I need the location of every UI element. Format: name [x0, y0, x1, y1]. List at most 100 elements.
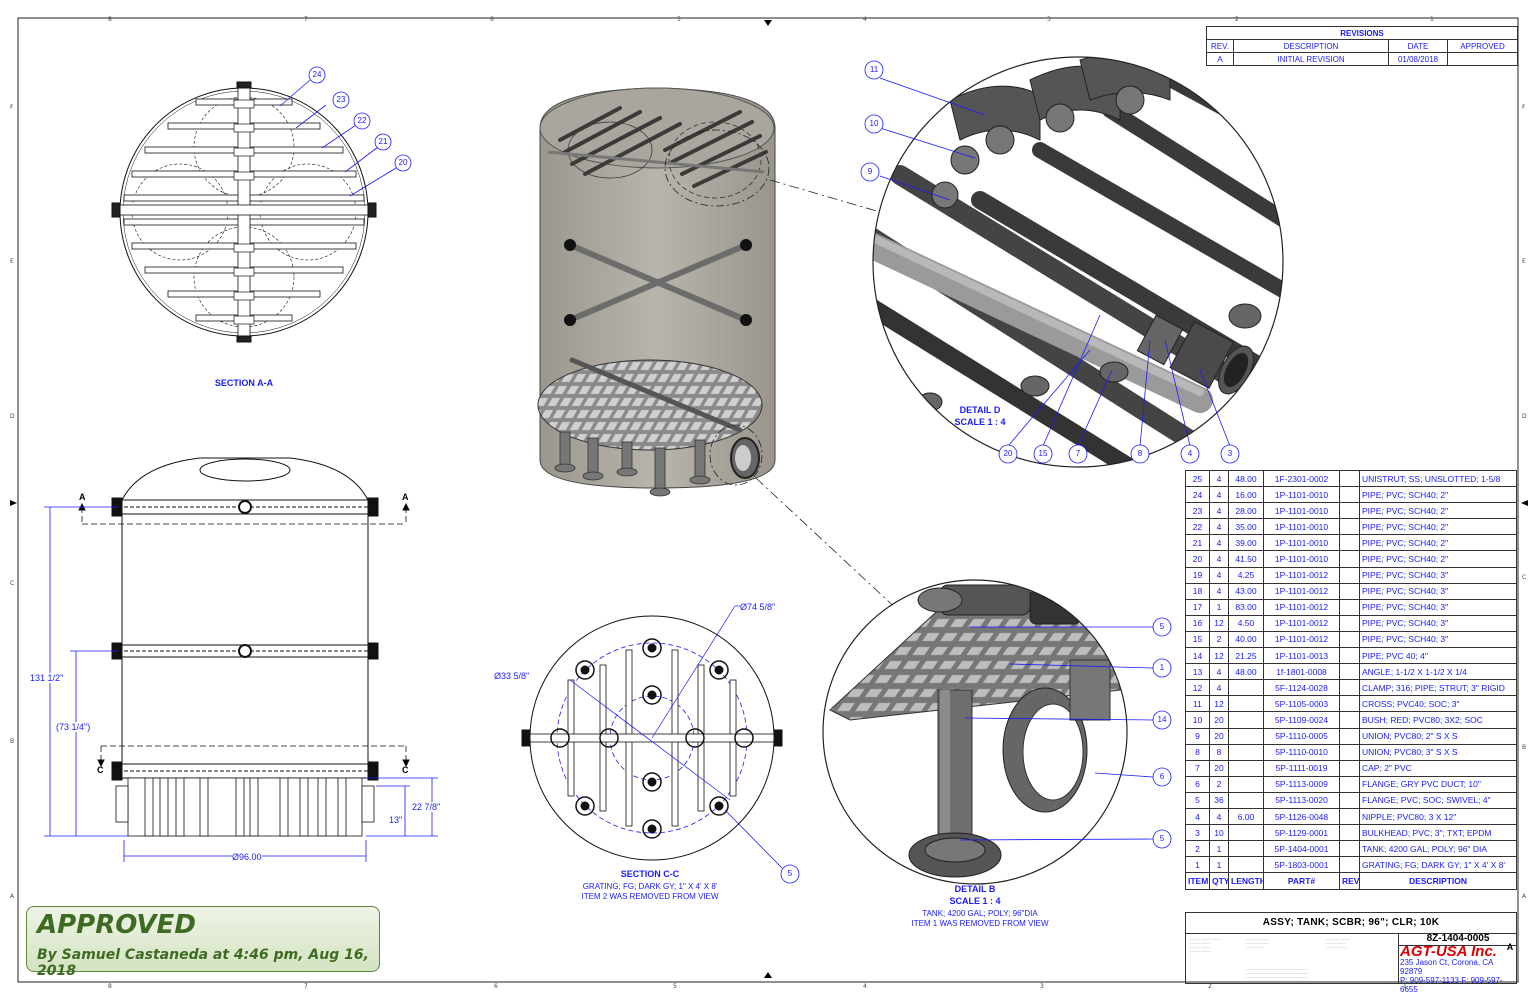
bom-cell	[1228, 856, 1264, 874]
rev-row-approved	[1447, 52, 1518, 66]
bom-cell: 19	[1185, 566, 1210, 584]
detail-d-scale: SCALE 1 : 4	[954, 417, 1006, 427]
bom-header-cell: REV	[1339, 872, 1360, 891]
balloon-label: 20	[398, 158, 408, 167]
zone-bottom-8: 8	[108, 983, 112, 990]
zone-right-d: D	[1522, 413, 1527, 420]
bom-cell: PIPE; PVC; SCH40; 2"	[1359, 486, 1517, 504]
balloon-label: 8	[1137, 449, 1143, 458]
bom-cell	[1339, 502, 1360, 520]
detail-d-label: DETAIL D	[959, 405, 1001, 415]
bom-cell	[1339, 630, 1360, 649]
bom-cell: PIPE; PVC; SCH40; 2"	[1359, 550, 1517, 568]
rev-row-rev: A	[1206, 52, 1234, 66]
revisions-table: REVISIONS REV. DESCRIPTION DATE APPROVED…	[1206, 26, 1518, 66]
address-line: 235 Jason Ct, Corona, CA 92879	[1400, 958, 1493, 976]
bom-cell: 2	[1209, 775, 1229, 793]
bom-cell: PIPE; PVC; SCH40; 2"	[1359, 534, 1517, 552]
bom-cell: 4	[1185, 807, 1210, 826]
bom-cell: 1P-1101-0012	[1263, 582, 1340, 600]
bom-cell: 5	[1185, 791, 1210, 809]
bom-header-cell: ITEM	[1185, 872, 1210, 891]
balloon-label: 5	[1159, 622, 1165, 631]
detail-b-note-1: TANK; 4200 GAL; POLY; 96"DIA	[922, 909, 1038, 918]
bom-cell: CAP; 2" PVC	[1359, 759, 1517, 777]
zone-right-c: C	[1522, 574, 1527, 581]
balloon-label: 10	[869, 119, 879, 128]
bom-cell	[1339, 824, 1360, 842]
bom-cell: 4	[1209, 582, 1229, 600]
bom-cell	[1228, 679, 1264, 697]
detail-d-view	[873, 57, 1283, 467]
bom-cell: 4	[1209, 534, 1229, 552]
bom-cell	[1228, 759, 1264, 777]
bom-cell: 1F-2301-0002	[1263, 469, 1340, 488]
bom-cell: 16.00	[1228, 486, 1264, 504]
rev-col-date: DATE	[1388, 39, 1448, 53]
bom-cell: 4	[1209, 807, 1229, 826]
balloon-label: 5	[1159, 834, 1165, 843]
elevation-view	[78, 457, 410, 837]
bom-cell: 1P-1101-0010	[1263, 550, 1340, 568]
bom-cell	[1339, 534, 1360, 552]
zone-top-7: 7	[304, 16, 308, 23]
zone-bottom-5: 5	[673, 983, 677, 990]
bom-cell: ANGLE; 1-1/2 X 1-1/2 X 1/4	[1359, 663, 1517, 681]
bom-cell: 12	[1185, 679, 1210, 697]
bom-cell: 14	[1185, 647, 1210, 665]
bom-cell: 12	[1209, 695, 1229, 713]
bom-cell	[1339, 518, 1360, 536]
elevation-dimensions	[44, 506, 438, 862]
bom-cell	[1228, 711, 1264, 729]
bom-cell: 20	[1185, 550, 1210, 568]
bom-cell: 4.50	[1228, 614, 1264, 632]
bom-cell: 36	[1209, 791, 1229, 809]
bom-cell: PIPE; PVC; SCH40; 3"	[1359, 582, 1517, 600]
tb-fine-print-2: ........................................…	[1246, 937, 1270, 949]
balloon-label: 6	[1159, 772, 1165, 781]
bom-cell: 5P-1109-0024	[1263, 711, 1340, 729]
balloon-label: 15	[1038, 449, 1048, 458]
bom-cell: 1P-1101-0010	[1263, 534, 1340, 552]
bom-cell: FLANGE; PVC; SOC; SWIVEL; 4"	[1359, 791, 1517, 809]
balloon-label: 3	[1227, 449, 1233, 458]
bom-cell: NIPPLE; PVC80; 3 X 12"	[1359, 807, 1517, 826]
balloon-label: 7	[1075, 449, 1081, 458]
bom-cell: 5P-1126-0048	[1263, 807, 1340, 826]
bom-cell: 5P-1105-0003	[1263, 695, 1340, 713]
bom-cell	[1228, 840, 1264, 858]
title-rev: A	[1506, 942, 1514, 952]
bom-cell: 23	[1185, 502, 1210, 520]
tb-fine-print-1: .......... .......... ..................…	[1190, 937, 1222, 953]
bom-cell: 15	[1185, 630, 1210, 649]
bom-cell: 1f-1801-0008	[1263, 663, 1340, 681]
bom-cell: 9	[1185, 727, 1210, 745]
bom-cell	[1339, 647, 1360, 665]
zone-top-4: 4	[863, 16, 867, 23]
bom-cell	[1339, 791, 1360, 809]
bom-cell: UNION; PVC80; 2" S X S	[1359, 727, 1517, 745]
detail-b-label: DETAIL B	[954, 884, 996, 894]
bom-cell	[1339, 614, 1360, 632]
dim-diameter: Ø96.00	[232, 852, 262, 862]
bom-cell: BUSH; RED; PVC80; 3X2; SOC	[1359, 711, 1517, 729]
bom-cell	[1339, 775, 1360, 793]
bom-cell	[1339, 711, 1360, 729]
approval-stamp: APPROVED By Samuel Castaneda at 4:46 pm,…	[26, 906, 380, 979]
bom-cell	[1339, 856, 1360, 874]
bom-cell	[1339, 469, 1360, 488]
bom-cell: 4	[1209, 469, 1229, 488]
bom-cell	[1228, 727, 1264, 745]
dim-overall-height: 131 1/2"	[30, 673, 64, 683]
section-aa-view	[111, 81, 377, 343]
bom-cell	[1339, 679, 1360, 697]
